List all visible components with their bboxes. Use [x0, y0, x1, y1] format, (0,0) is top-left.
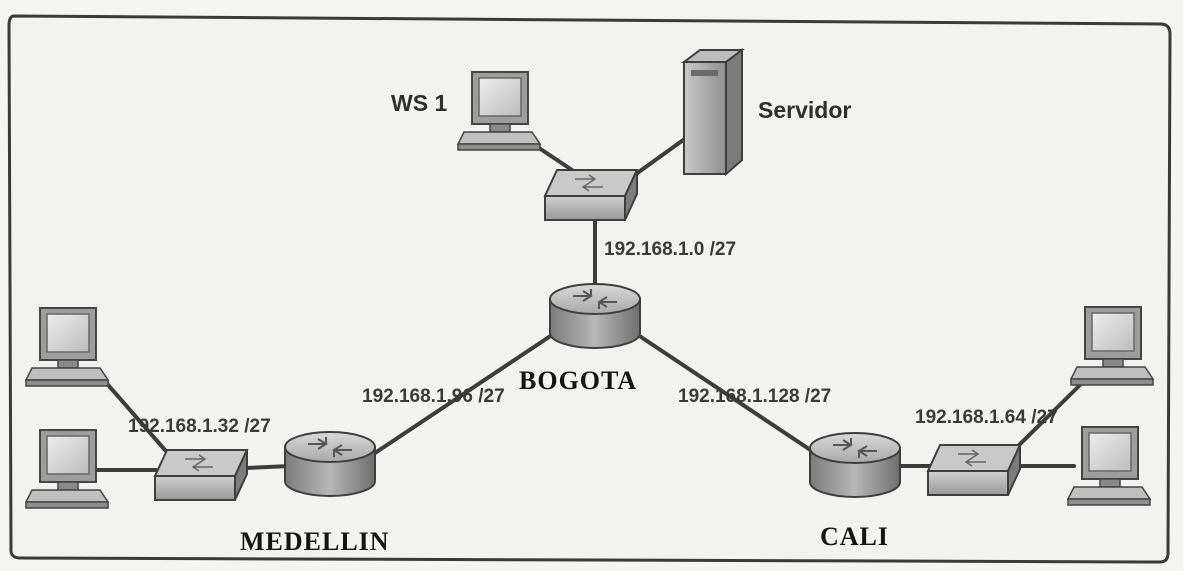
server-icon [681, 48, 745, 177]
bogota-lan-label: 192.168.1.0 /27 [604, 239, 736, 260]
cali-switch-icon [927, 444, 1021, 496]
cali-router-label: CALI [820, 522, 889, 551]
medellin-lan-label: 192.168.1.32 /27 [128, 416, 271, 437]
medellin-switch-icon [154, 449, 248, 501]
cali-lan-label: 192.168.1.64 /27 [915, 407, 1058, 428]
link-bogota-cali [636, 333, 820, 457]
bogota-cali-link-label: 192.168.1.128 /27 [678, 386, 831, 407]
server-label: Servidor [758, 97, 851, 123]
medellin-router-icon [284, 431, 376, 497]
link-switch-medellin [244, 464, 292, 470]
link-cali-pc1 [1010, 383, 1082, 454]
cali-router-icon [809, 432, 901, 498]
link-bogota-medellin [370, 333, 554, 457]
ws1-label: WS 1 [391, 90, 447, 116]
bogota-medellin-link-label: 192.168.1.96 /27 [362, 386, 505, 407]
bogota-router-icon [549, 283, 641, 349]
bogota-switch-icon [544, 169, 638, 221]
links [93, 136, 1082, 472]
bogota-router-label: BOGOTA [519, 366, 637, 395]
link-switch-server [634, 136, 688, 176]
medellin-router-label: MEDELLIN [240, 527, 390, 556]
